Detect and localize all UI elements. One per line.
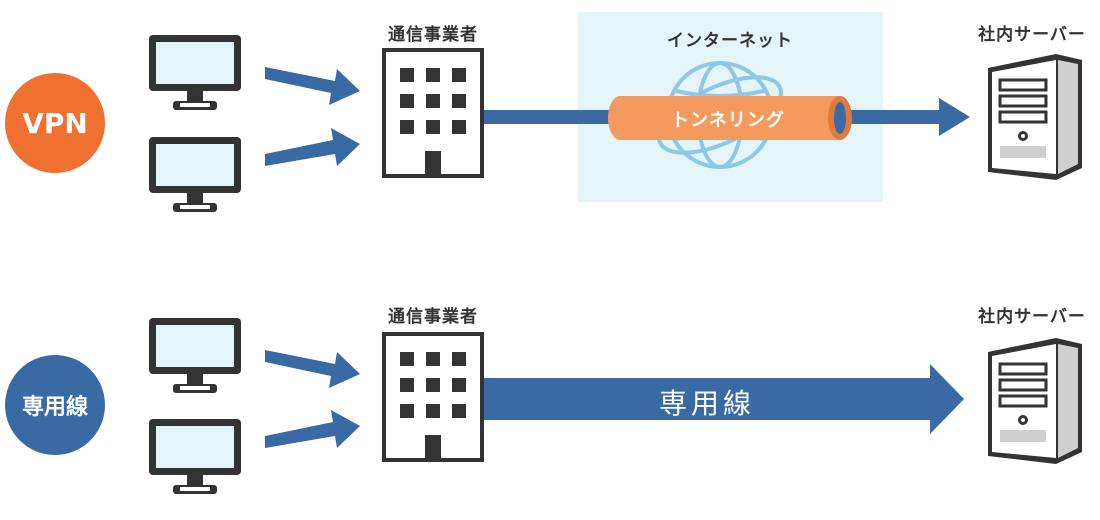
server-icon [988,338,1082,464]
server-label: 社内サーバー [978,25,1086,45]
monitor-icon [149,419,241,494]
leased-line-label: 専用線 [658,387,756,420]
arrow [265,128,360,166]
vpn-connection [484,98,970,136]
building-icon [382,48,484,178]
vpn-badge: VPN [5,73,105,173]
leased-line-arrow [484,364,964,434]
building-icon [382,332,484,462]
arrow [265,410,360,448]
leased-line-badge-label: 専用線 [21,395,88,420]
server-icon [988,54,1082,180]
carrier-label: 通信事業者 [388,307,478,327]
internet-label: インターネット [667,31,793,51]
leased-line-badge: 専用線 [5,355,105,455]
tunnel-icon [608,96,852,140]
tunnel-label: トンネリング [671,110,785,131]
monitor-icon [149,318,241,393]
arrow [265,350,360,388]
carrier-label: 通信事業者 [388,25,478,45]
arrow [265,67,360,105]
server-label: 社内サーバー [978,307,1086,327]
monitor-icon [149,35,241,110]
monitor-icon [149,137,241,212]
vpn-badge-label: VPN [22,106,88,140]
